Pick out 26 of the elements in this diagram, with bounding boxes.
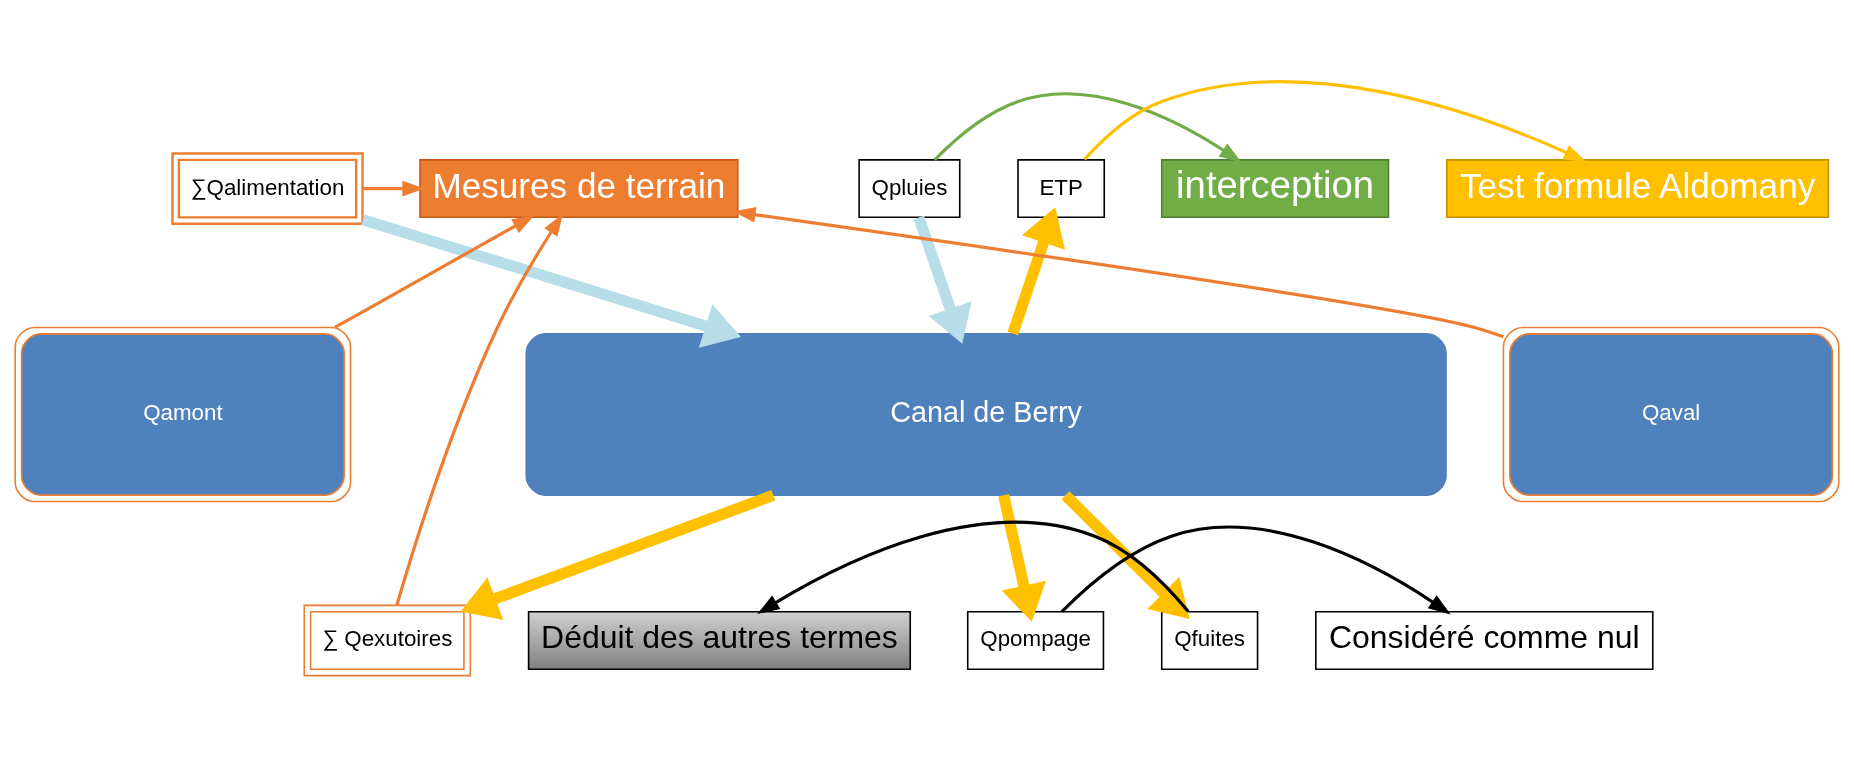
node-box: Qpompage — [966, 610, 1105, 671]
node-box: ∑Qalimentation — [171, 152, 364, 225]
node-box: Qaval — [1502, 326, 1840, 503]
node-box: Déduit des autres termes — [527, 610, 912, 671]
node-box: Test formule Aldomany — [1445, 159, 1830, 219]
arrow — [913, 215, 972, 344]
node-box: Canal de Berry — [525, 333, 1447, 496]
arrow — [998, 494, 1046, 622]
node-box: Qpluies — [858, 159, 961, 219]
arrow — [1061, 491, 1190, 619]
arrow — [460, 490, 776, 620]
arrow — [1007, 207, 1065, 336]
arrow — [395, 213, 563, 606]
arrow — [361, 214, 741, 348]
arrow — [757, 520, 1190, 615]
node-box: Qamont — [14, 326, 352, 503]
node-box: Mesures de terrain — [419, 159, 739, 219]
node-box: interception — [1160, 159, 1390, 219]
arrow — [334, 215, 535, 329]
node-box: ETP — [1017, 159, 1106, 219]
arrow — [1060, 525, 1451, 615]
arrow — [1083, 80, 1587, 162]
node-box: Considéré comme nul — [1315, 610, 1654, 671]
node-box: ∑ Qexutoires — [303, 604, 472, 677]
arrow — [933, 92, 1242, 163]
node-box: Qfuites — [1160, 610, 1259, 671]
